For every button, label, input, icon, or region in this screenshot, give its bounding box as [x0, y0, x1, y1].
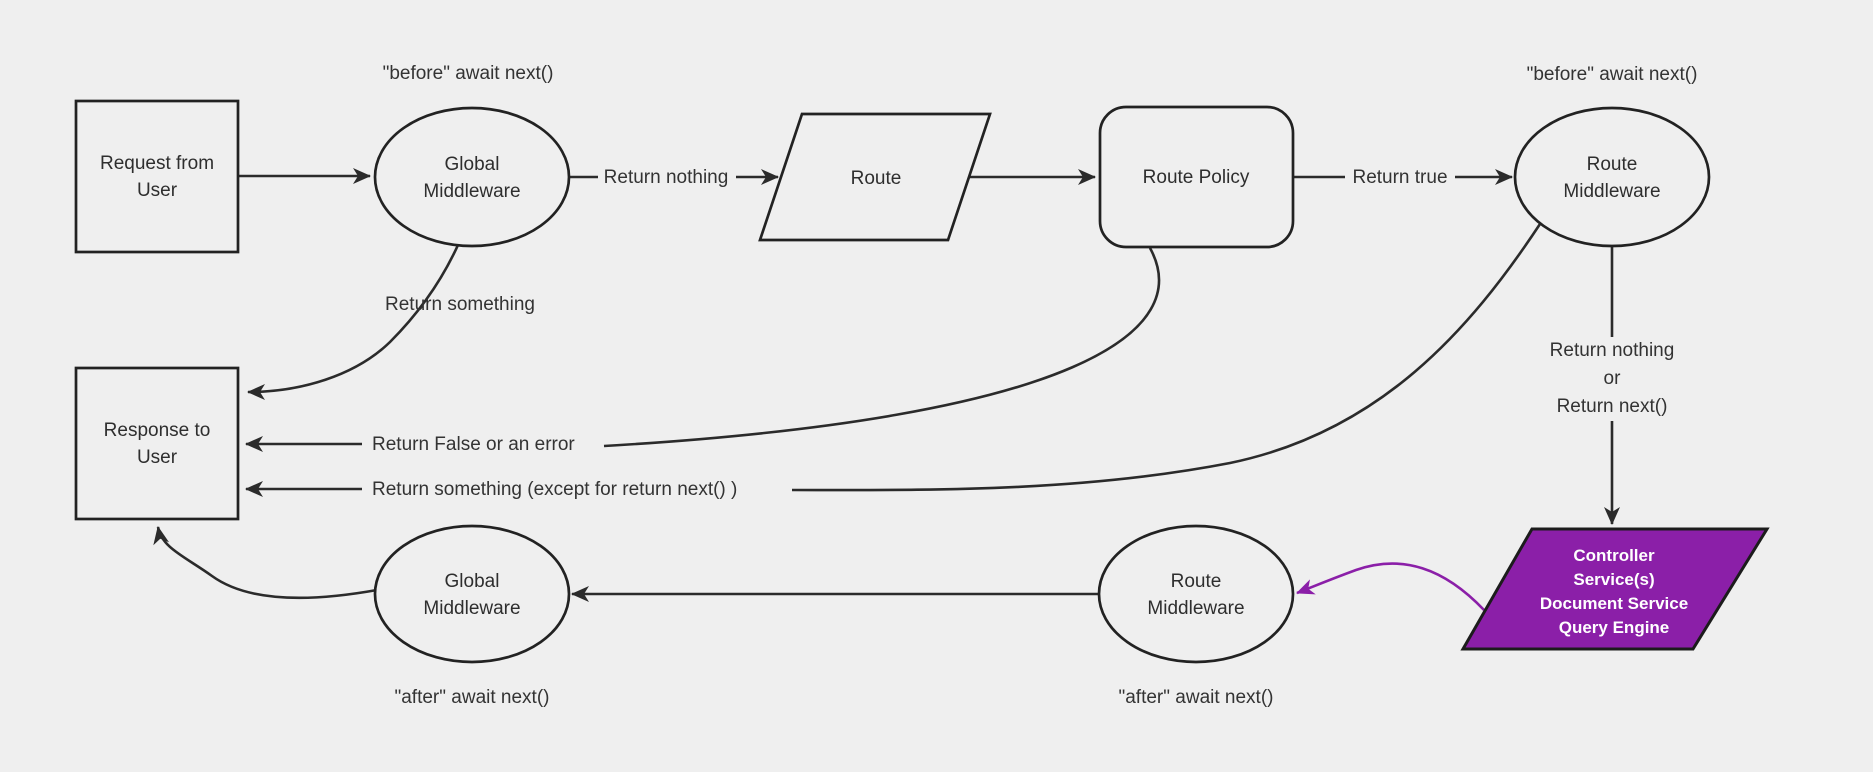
request-from-user-label-line1: Request from [100, 153, 214, 174]
global-middleware-bottom-label-line2: Middleware [423, 598, 520, 619]
route-node: Route [758, 112, 992, 242]
route-middleware-top-label-line2: Middleware [1563, 181, 1660, 202]
route-middleware-top-label-line1: Route [1587, 154, 1638, 175]
before-await-next-right-label: "before" await next() [1527, 64, 1698, 85]
route-middleware-bottom-label-line2: Middleware [1147, 598, 1244, 619]
route-middleware-bottom-shape [1097, 524, 1295, 664]
request-from-user-shape [74, 99, 240, 254]
route-policy-shape [1098, 105, 1295, 249]
response-to-user-node: Response to User [74, 366, 240, 521]
global-middleware-top-shape [373, 106, 571, 248]
controller-services-label-line4: Query Engine [1559, 618, 1670, 637]
response-to-user-label-line1: Response to [104, 420, 211, 441]
return-nothing-or-label-line3: Return next() [1557, 396, 1668, 417]
return-true-label: Return true [1352, 167, 1447, 188]
route-middleware-top-node: Route Middleware [1513, 106, 1711, 248]
edge-route-policy-return-false-curve [603, 247, 1161, 448]
route-shape [758, 112, 992, 242]
global-middleware-top-label-line2: Middleware [423, 181, 520, 202]
controller-services-label-line1: Controller [1573, 546, 1655, 565]
edge-labels: "before" await next() "before" await nex… [372, 63, 1697, 708]
return-something-except-label: Return something (except for return next… [372, 479, 737, 500]
route-policy-node: Route Policy [1098, 105, 1295, 249]
controller-services-label-line2: Service(s) [1573, 570, 1654, 589]
controller-services-label-line3: Document Service [1540, 594, 1688, 613]
edge-controller-to-route-middleware [1296, 562, 1485, 611]
controller-services-shape [1460, 527, 1770, 651]
edge-global-middleware-return-something [247, 244, 460, 400]
global-middleware-top-node: Global Middleware [373, 106, 571, 248]
response-to-user-label-line2: User [137, 447, 178, 468]
return-false-label: Return False or an error [372, 434, 575, 455]
route-middleware-bottom-node: Route Middleware [1097, 524, 1295, 664]
after-await-next-mid-label: "after" await next() [1119, 687, 1274, 708]
return-something-label: Return something [385, 294, 535, 315]
return-nothing-or-label-line1: Return nothing [1550, 340, 1675, 361]
edge-global-middleware-to-response [153, 526, 378, 600]
request-from-user-node: Request from User [74, 99, 240, 254]
route-policy-label: Route Policy [1143, 167, 1250, 188]
route-label: Route [851, 168, 902, 189]
global-middleware-bottom-label-line1: Global [445, 571, 500, 592]
route-middleware-bottom-label-line1: Route [1171, 571, 1222, 592]
controller-services-node: Controller Service(s) Document Service Q… [1460, 527, 1770, 651]
global-middleware-bottom-shape [373, 524, 571, 664]
return-nothing-or-label-line2: or [1604, 368, 1622, 389]
edges [153, 168, 1620, 611]
edge-route-middleware-return-something-curve [791, 223, 1542, 492]
route-middleware-top-shape [1513, 106, 1711, 248]
return-nothing-label: Return nothing [604, 167, 729, 188]
global-middleware-bottom-node: Global Middleware [373, 524, 571, 664]
before-await-next-left-label: "before" await next() [383, 63, 554, 84]
global-middleware-top-label-line1: Global [445, 154, 500, 175]
response-to-user-shape [74, 366, 240, 521]
after-await-next-left-label: "after" await next() [395, 687, 550, 708]
request-from-user-label-line2: User [137, 180, 178, 201]
